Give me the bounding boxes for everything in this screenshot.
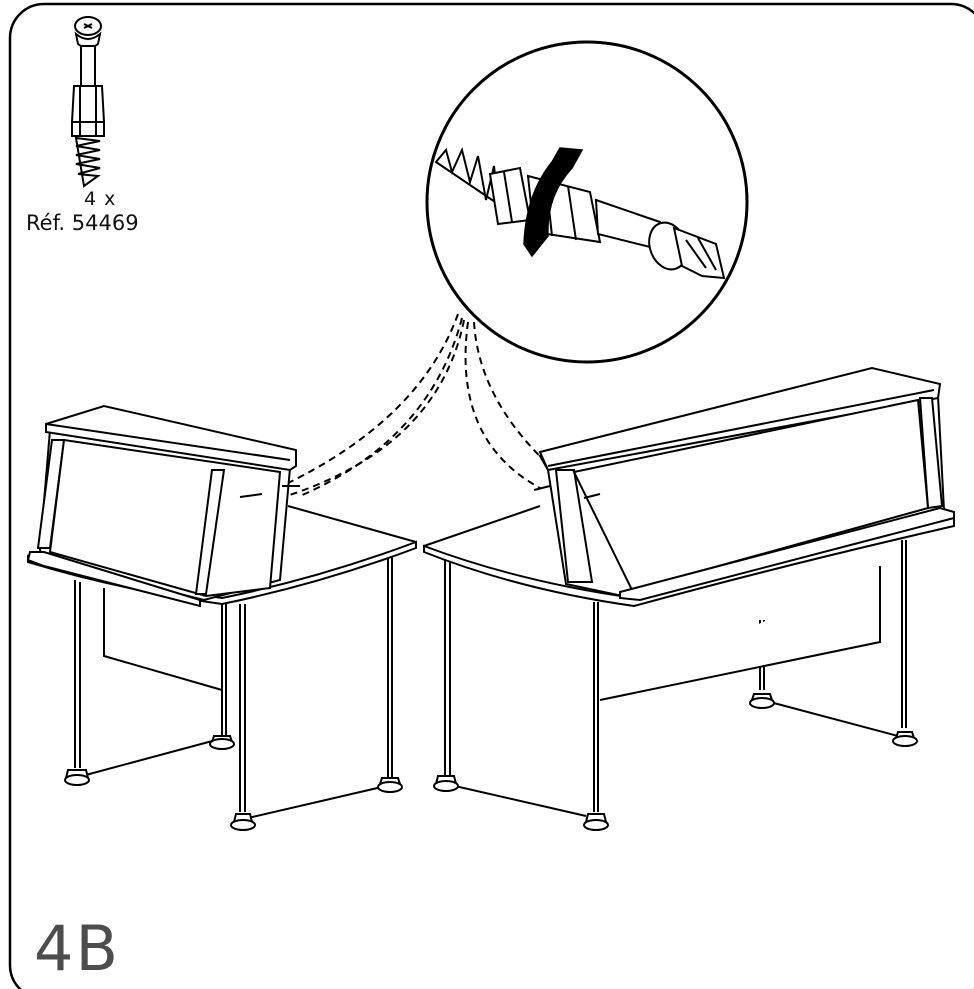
desk-right	[423, 366, 955, 831]
guide-lines	[251, 313, 593, 507]
step-label: 4B	[34, 912, 120, 985]
part-reference: Réf. 54469	[26, 211, 139, 235]
desk-left	[26, 404, 417, 831]
cam-bolt-icon	[70, 16, 106, 188]
page-border	[8, 2, 974, 989]
clockwise-arrow-icon	[523, 147, 584, 258]
part-quantity: 4 x	[84, 188, 117, 210]
magnified-detail-circle	[425, 40, 749, 364]
